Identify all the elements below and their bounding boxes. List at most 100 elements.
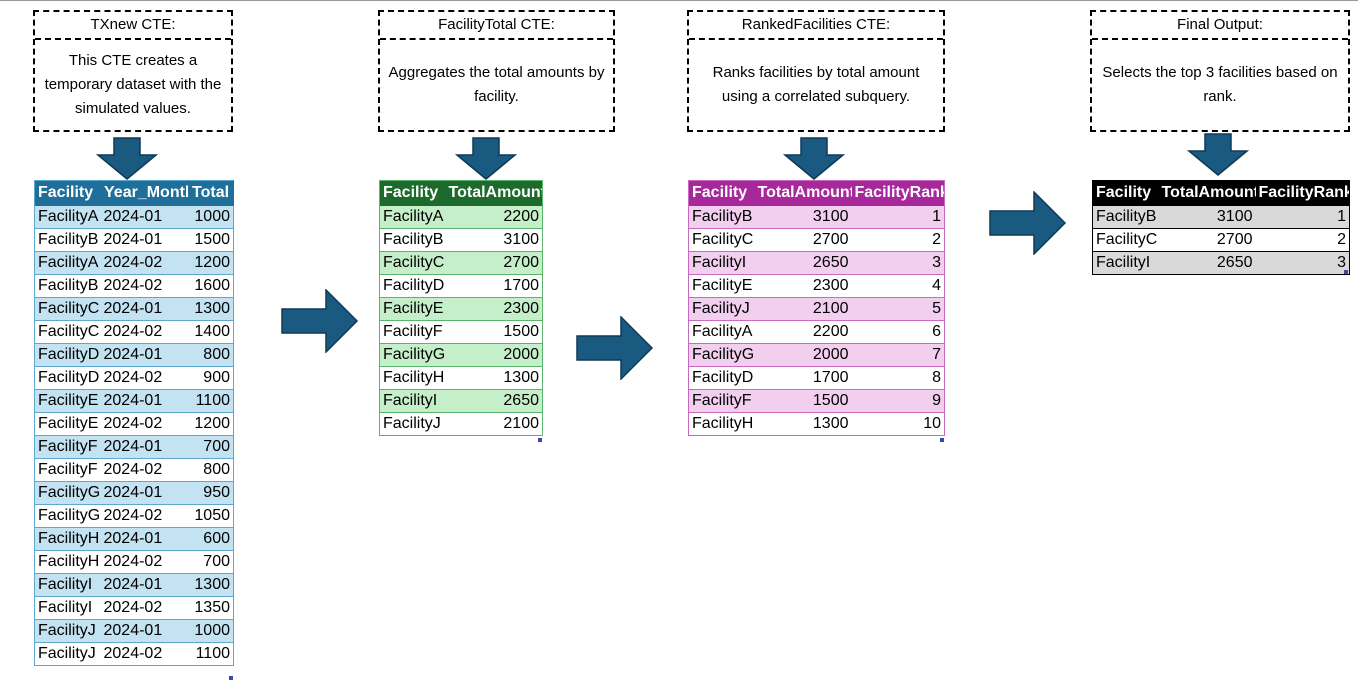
table-cell[interactable]: 2650 — [1158, 251, 1256, 275]
column-header[interactable]: Facility — [379, 180, 446, 206]
table-cell[interactable]: FacilityA — [34, 251, 101, 275]
table-cell[interactable]: FacilityA — [379, 205, 446, 229]
table-cell[interactable]: 1700 — [754, 366, 852, 390]
table-cell[interactable]: 2650 — [754, 251, 852, 275]
table-cell[interactable]: 2024-01 — [100, 228, 189, 252]
table-cell[interactable]: 1200 — [188, 412, 234, 436]
table-cell[interactable]: 1100 — [188, 389, 234, 413]
table-cell[interactable]: FacilityD — [379, 274, 446, 298]
table-cell[interactable]: 1500 — [754, 389, 852, 413]
table-cell[interactable]: FacilityD — [34, 343, 101, 367]
table-cell[interactable]: 1 — [1255, 205, 1350, 229]
column-header[interactable]: TotalAmount — [754, 180, 852, 206]
table-cell[interactable]: FacilityH — [34, 527, 101, 551]
table-cell[interactable]: 2024-02 — [100, 412, 189, 436]
table-cell[interactable]: FacilityB — [34, 274, 101, 298]
table-cell[interactable]: FacilityI — [379, 389, 446, 413]
table-cell[interactable]: 2024-01 — [100, 297, 189, 321]
table-cell[interactable]: 1100 — [188, 642, 234, 666]
table-cell[interactable]: 2200 — [754, 320, 852, 344]
table-cell[interactable]: 1500 — [445, 320, 543, 344]
table-cell[interactable]: FacilityI — [688, 251, 755, 275]
table-cell[interactable]: FacilityI — [34, 573, 101, 597]
table-cell[interactable]: FacilityG — [688, 343, 755, 367]
table-cell[interactable]: 8 — [851, 366, 945, 390]
table-cell[interactable]: 2024-02 — [100, 274, 189, 298]
column-header[interactable]: Year_Month — [100, 180, 189, 206]
table-cell[interactable]: 2024-02 — [100, 251, 189, 275]
table-cell[interactable]: 900 — [188, 366, 234, 390]
table-cell[interactable]: 2024-01 — [100, 527, 189, 551]
table-cell[interactable]: 1300 — [754, 412, 852, 436]
table-cell[interactable]: 3100 — [1158, 205, 1256, 229]
table-cell[interactable]: FacilityG — [34, 504, 101, 528]
table-cell[interactable]: 2024-01 — [100, 343, 189, 367]
table-cell[interactable]: 800 — [188, 458, 234, 482]
table-cell[interactable]: 1400 — [188, 320, 234, 344]
table-cell[interactable]: 3 — [1255, 251, 1350, 275]
table-cell[interactable]: 2100 — [754, 297, 852, 321]
table-cell[interactable]: FacilityE — [688, 274, 755, 298]
table-cell[interactable]: 2024-02 — [100, 642, 189, 666]
table-cell[interactable]: 2024-01 — [100, 619, 189, 643]
table-cell[interactable]: 2200 — [445, 205, 543, 229]
table-cell[interactable]: FacilityF — [379, 320, 446, 344]
table-cell[interactable]: 2300 — [445, 297, 543, 321]
table-cell[interactable]: 6 — [851, 320, 945, 344]
table-cell[interactable]: 2000 — [445, 343, 543, 367]
table-cell[interactable]: 1700 — [445, 274, 543, 298]
table-cell[interactable]: 2024-01 — [100, 573, 189, 597]
table-cell[interactable]: FacilityF — [34, 458, 101, 482]
table-cell[interactable]: FacilityJ — [34, 619, 101, 643]
table-cell[interactable]: FacilityD — [688, 366, 755, 390]
column-header[interactable]: Facility — [688, 180, 755, 206]
table-cell[interactable]: 2 — [1255, 228, 1350, 252]
table-cell[interactable]: 3 — [851, 251, 945, 275]
table-cell[interactable]: 2024-02 — [100, 366, 189, 390]
table-cell[interactable]: FacilityJ — [379, 412, 446, 436]
table-cell[interactable]: 1350 — [188, 596, 234, 620]
table-cell[interactable]: FacilityI — [1092, 251, 1159, 275]
table-cell[interactable]: FacilityA — [688, 320, 755, 344]
table-cell[interactable]: 3100 — [754, 205, 852, 229]
table-cell[interactable]: FacilityG — [34, 481, 101, 505]
table-cell[interactable]: 7 — [851, 343, 945, 367]
fill-handle[interactable] — [229, 676, 233, 680]
table-cell[interactable]: 1300 — [445, 366, 543, 390]
table-cell[interactable]: 2024-01 — [100, 481, 189, 505]
table-cell[interactable]: 800 — [188, 343, 234, 367]
table-cell[interactable]: FacilityC — [34, 297, 101, 321]
table-cell[interactable]: 2700 — [754, 228, 852, 252]
table-cell[interactable]: 3100 — [445, 228, 543, 252]
table-cell[interactable]: 2024-02 — [100, 550, 189, 574]
table-cell[interactable]: 1000 — [188, 619, 234, 643]
table-cell[interactable]: 1200 — [188, 251, 234, 275]
table-cell[interactable]: 2024-02 — [100, 320, 189, 344]
table-cell[interactable]: FacilityI — [34, 596, 101, 620]
table-cell[interactable]: 2300 — [754, 274, 852, 298]
table-cell[interactable]: FacilityA — [34, 205, 101, 229]
table-cell[interactable]: FacilityC — [1092, 228, 1159, 252]
table-cell[interactable]: 2100 — [445, 412, 543, 436]
table-cell[interactable]: FacilityF — [34, 435, 101, 459]
table-cell[interactable]: 2024-02 — [100, 596, 189, 620]
column-header[interactable]: Total — [188, 180, 234, 206]
table-cell[interactable]: 1500 — [188, 228, 234, 252]
table-cell[interactable]: FacilityE — [34, 389, 101, 413]
table-cell[interactable]: FacilityJ — [688, 297, 755, 321]
table-cell[interactable]: FacilityF — [688, 389, 755, 413]
table-cell[interactable]: FacilityB — [379, 228, 446, 252]
table-cell[interactable]: FacilityB — [1092, 205, 1159, 229]
column-header[interactable]: TotalAmount — [445, 180, 543, 206]
table-cell[interactable]: FacilityG — [379, 343, 446, 367]
table-cell[interactable]: FacilityE — [34, 412, 101, 436]
table-cell[interactable]: FacilityB — [34, 228, 101, 252]
table-cell[interactable]: FacilityB — [688, 205, 755, 229]
table-cell[interactable]: FacilityH — [688, 412, 755, 436]
table-cell[interactable]: 2700 — [1158, 228, 1256, 252]
table-cell[interactable]: FacilityC — [379, 251, 446, 275]
table-cell[interactable]: 4 — [851, 274, 945, 298]
table-cell[interactable]: 5 — [851, 297, 945, 321]
table-cell[interactable]: 1600 — [188, 274, 234, 298]
table-cell[interactable]: 700 — [188, 435, 234, 459]
